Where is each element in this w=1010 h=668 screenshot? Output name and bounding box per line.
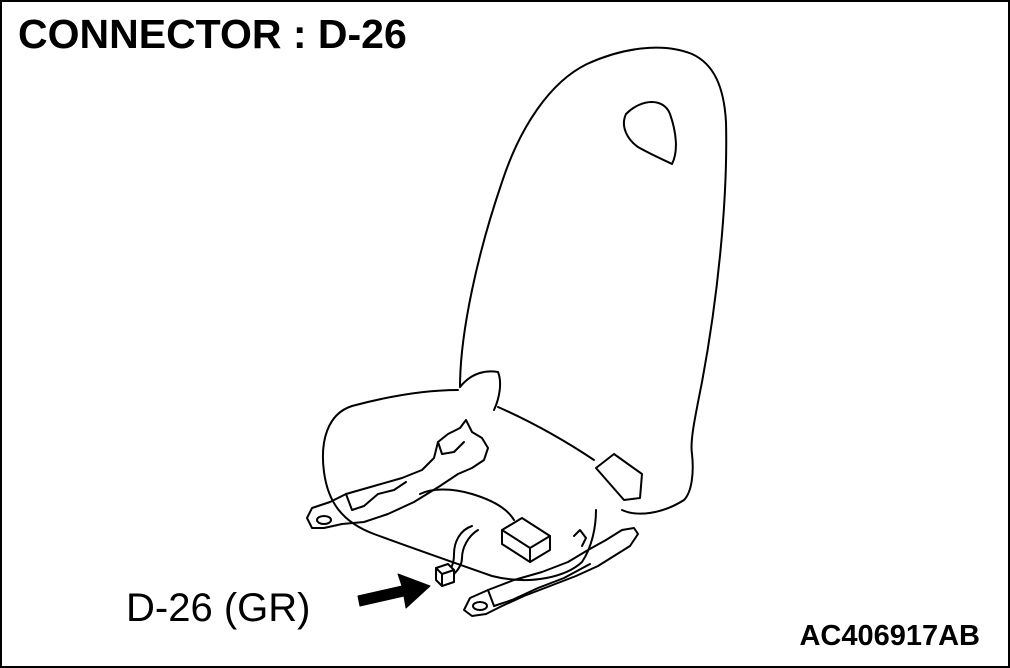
wiring-harness-lead-2 — [453, 529, 479, 575]
right-seat-rail — [463, 527, 639, 617]
headrest-opening — [622, 101, 677, 165]
connector-d26 — [435, 563, 455, 587]
right-rail-detail — [487, 563, 591, 607]
seat-cushion-seam — [497, 406, 595, 461]
figure-code: AC406917AB — [799, 620, 980, 652]
seat-back-outline — [459, 46, 728, 515]
recliner-knob — [595, 453, 643, 501]
left-seat-rail — [306, 419, 489, 529]
page-title: CONNECTOR : D-26 — [18, 11, 407, 57]
wiring-harness — [419, 488, 515, 521]
callout-arrow — [357, 573, 431, 609]
left-rail-bolt-hole — [316, 515, 332, 525]
connector-callout-label: D-26 (GR) — [126, 586, 311, 630]
seat-back-side-contour — [459, 370, 502, 411]
left-rail-detail — [345, 481, 407, 511]
left-rail-upper-detail — [437, 441, 465, 455]
seat-cushion-outline — [321, 389, 597, 582]
seat-module-box — [501, 517, 551, 563]
right-rail-bolt-hole — [472, 601, 488, 611]
